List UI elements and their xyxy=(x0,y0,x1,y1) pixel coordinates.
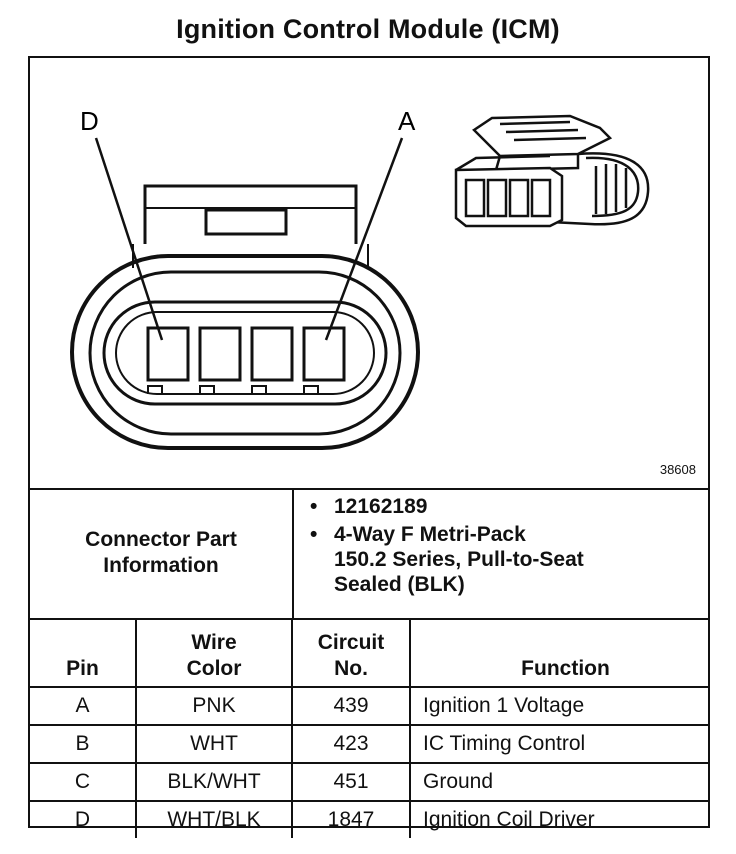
pin-table-header: Pin Wire Color Circuit No. Function xyxy=(30,618,708,688)
description-line3: Sealed (BLK) xyxy=(334,573,465,596)
pin-cell: D xyxy=(30,800,137,838)
table-row: C BLK/WHT 451 Ground xyxy=(30,762,708,802)
header-function: Function xyxy=(409,618,708,688)
header-wire-color-line1: Wire xyxy=(191,631,237,654)
connector-diagram: D A 38608 xyxy=(30,58,708,490)
cavity-a xyxy=(302,326,346,382)
circuit-cell: 423 xyxy=(291,724,411,764)
header-wire-color: Wire Color xyxy=(135,618,293,688)
locking-tabs xyxy=(147,385,319,394)
page-title: Ignition Control Module (ICM) xyxy=(176,14,560,44)
pin-table: Pin Wire Color Circuit No. Function A PN… xyxy=(30,618,708,838)
function-cell: Ground xyxy=(409,762,708,802)
function-cell: Ignition Coil Driver xyxy=(409,800,708,838)
bullet-icon: • xyxy=(310,523,318,546)
table-row: A PNK 439 Ignition 1 Voltage xyxy=(30,686,708,726)
table-row: D WHT/BLK 1847 Ignition Coil Driver xyxy=(30,800,708,838)
header-circuit: Circuit No. xyxy=(291,618,411,688)
circuit-cell: 439 xyxy=(291,686,411,726)
wire-color-cell: PNK xyxy=(135,686,293,726)
wire-color-cell: WHT/BLK xyxy=(135,800,293,838)
description-item: • 4-Way F Metri-Pack 150.2 Series, Pull-… xyxy=(294,522,704,597)
function-cell: IC Timing Control xyxy=(409,724,708,764)
connector-frame: D A 38608 Connector Part Inform xyxy=(28,56,710,838)
connector-info-section: Connector Part Information • 12162189 • … xyxy=(30,488,708,620)
table-row: B WHT 423 IC Timing Control xyxy=(30,724,708,764)
description-line1: 4-Way F Metri-Pack xyxy=(334,523,526,546)
circuit-cell: 1847 xyxy=(291,800,411,838)
figure-number: 38608 xyxy=(659,462,696,477)
wire-color-cell: BLK/WHT xyxy=(135,762,293,802)
cavity-b xyxy=(250,326,294,382)
wire-color-cell: WHT xyxy=(135,724,293,764)
connector-perspective-icon xyxy=(454,114,650,228)
pin-label-d: D xyxy=(80,106,99,136)
header-pin: Pin xyxy=(30,618,137,688)
leader-lines xyxy=(94,137,404,341)
part-number-item: • 12162189 xyxy=(294,494,704,519)
circuit-cell: 451 xyxy=(291,762,411,802)
connector-face-drawing: D A xyxy=(70,106,650,450)
pin-cell: B xyxy=(30,724,137,764)
header-circuit-line2: No. xyxy=(334,657,368,680)
connector-info-label: Connector Part Information xyxy=(30,488,294,618)
pin-label-a: A xyxy=(398,106,416,136)
connector-info-details: • 12162189 • 4-Way F Metri-Pack 150.2 Se… xyxy=(294,494,704,600)
pin-cavities xyxy=(146,326,346,382)
part-number: 12162189 xyxy=(334,495,428,518)
pin-cell: C xyxy=(30,762,137,802)
function-cell: Ignition 1 Voltage xyxy=(409,686,708,726)
connector-oval xyxy=(70,254,420,450)
connector-info-label-line2: Information xyxy=(103,554,219,577)
pin-cell: A xyxy=(30,686,137,726)
connector-info-label-line1: Connector Part xyxy=(85,528,237,551)
header-circuit-line1: Circuit xyxy=(317,631,385,654)
cavity-d xyxy=(146,326,190,382)
bullet-icon: • xyxy=(310,495,318,518)
description-line2: 150.2 Series, Pull-to-Seat xyxy=(334,548,584,571)
header-wire-color-line2: Color xyxy=(186,657,242,680)
cavity-c xyxy=(198,326,242,382)
